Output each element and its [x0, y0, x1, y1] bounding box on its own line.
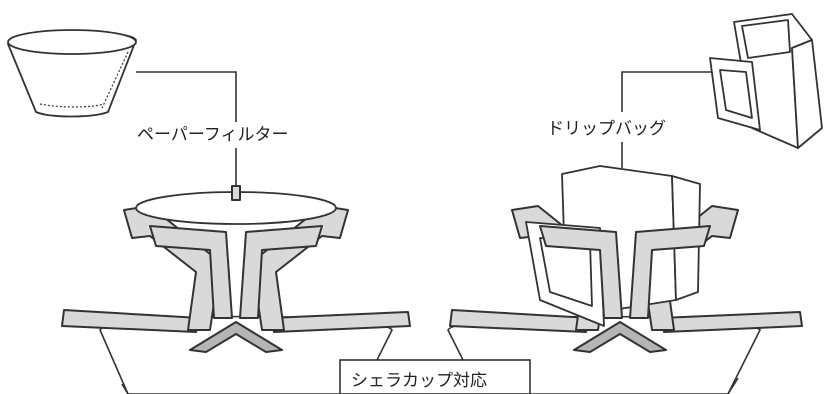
paper-filter-label: ペーパーフィルター [137, 125, 288, 145]
drip-bag-label: ドリップバッグ [547, 119, 666, 139]
drip-bag-illustration [709, 13, 823, 149]
paper-filter-leader-line [136, 71, 237, 122]
drip-bag-leader-line [621, 71, 712, 112]
paper-filter-illustration [7, 29, 137, 118]
left-dripper-stand [61, 185, 411, 394]
cup-support-label-box [339, 359, 531, 394]
cup-support-label: シェラカップ対応 [351, 371, 487, 391]
